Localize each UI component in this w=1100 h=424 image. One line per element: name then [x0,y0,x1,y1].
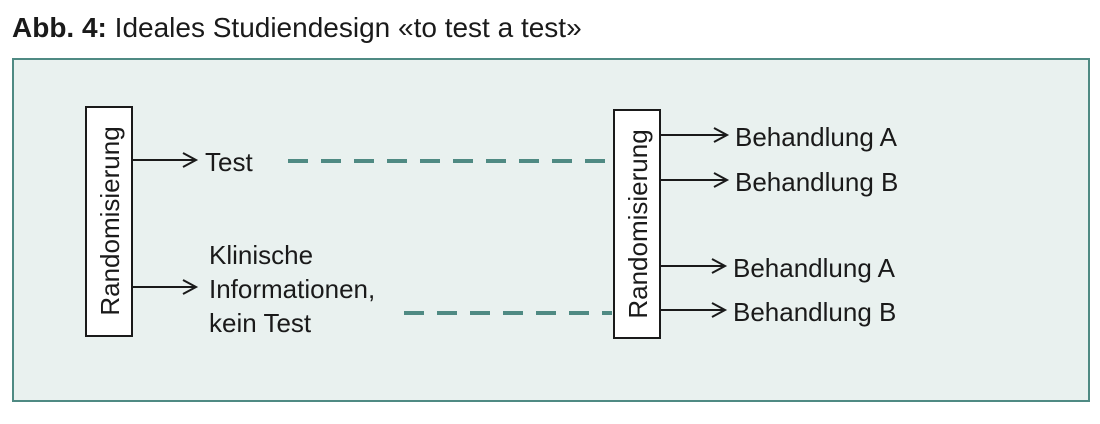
figure-title-text: Ideales Studiendesign «to test a test» [114,12,582,43]
outcome-label-4: Behandlung B [733,297,896,327]
arm-clinical-line-3: kein Test [209,308,312,338]
outcome-label-2: Behandlung B [735,167,898,197]
right-randomization-box [613,109,661,339]
arm-clinical-line-1: Klinische [209,240,313,270]
arm-clinical-line-2: Informationen, [209,274,375,304]
arm-test-label: Test [205,147,253,177]
left-randomization-box [85,106,133,337]
outcome-label-1: Behandlung A [735,122,898,152]
right-randomization-label: Randomisierung [623,129,653,318]
outcome-label-3: Behandlung A [733,253,896,283]
diagram-panel [12,58,1090,402]
figure-label: Abb. 4: [12,12,107,43]
left-randomization-label: Randomisierung [95,126,125,315]
figure-title: Abb. 4: Ideales Studiendesign «to test a… [12,10,582,46]
